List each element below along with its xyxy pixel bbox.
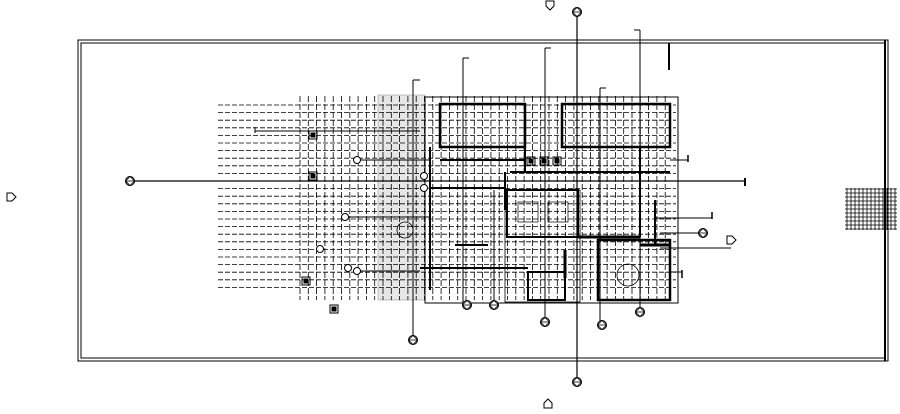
- markers: [6, 0, 737, 409]
- column-icon: [552, 156, 562, 166]
- room-bottom-right: [596, 238, 672, 302]
- node-circle-icon: [420, 172, 428, 180]
- column-core: [303, 278, 309, 284]
- room-top-left: [438, 102, 527, 149]
- node-circle-icon: [341, 213, 349, 221]
- walls: [396, 96, 679, 304]
- column-core: [554, 158, 560, 164]
- column-core: [331, 306, 337, 312]
- building-outline: [424, 96, 679, 304]
- shaded-strip: [377, 94, 426, 301]
- column-icon: [526, 156, 536, 166]
- furniture: [517, 201, 539, 223]
- room-center-outline: [504, 189, 581, 303]
- shaded-area: [377, 94, 426, 301]
- elevation-marker-icon[interactable]: [545, 0, 555, 11]
- column-icon: [539, 156, 549, 166]
- leader-lines: [130, 12, 746, 382]
- elevation-marker-icon[interactable]: [6, 192, 17, 202]
- node-circle-icon: [353, 267, 361, 275]
- column-icon: [308, 130, 318, 140]
- room-top-right: [560, 102, 672, 149]
- node-circle-icon: [353, 156, 361, 164]
- node-circle-icon: [316, 245, 324, 253]
- furniture: [547, 201, 569, 223]
- column-core: [310, 132, 316, 138]
- grid-lines: [218, 96, 897, 300]
- column-icon: [329, 304, 339, 314]
- elevation-marker-icon[interactable]: [543, 398, 553, 409]
- sheet-border: [77, 39, 889, 362]
- node-circle-icon: [420, 184, 428, 192]
- column-core: [310, 173, 316, 179]
- border-outer: [77, 39, 889, 362]
- fixture-circle: [616, 263, 640, 287]
- column-icon: [308, 171, 318, 181]
- column-core: [528, 158, 534, 164]
- elevation-marker-icon[interactable]: [726, 235, 737, 245]
- room-bottom-center: [527, 271, 566, 301]
- node-circle-icon: [344, 264, 352, 272]
- column-core: [541, 158, 547, 164]
- column-icon: [301, 276, 311, 286]
